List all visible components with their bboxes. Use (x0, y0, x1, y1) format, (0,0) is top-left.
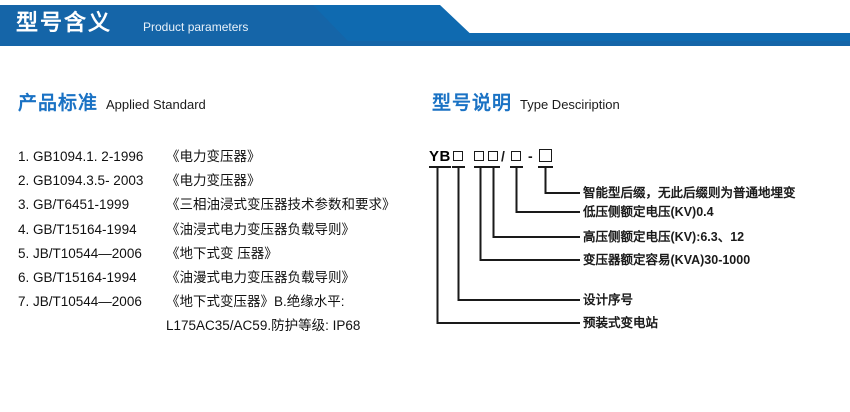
standard-code: 2. GB1094.3.5- 2003 (18, 173, 144, 189)
leader-label-rated-capacity: 变压器额定容易(KVA)30-1000 (583, 253, 751, 267)
list-item: 2. GB1094.3.5- 2003 《电力变压器》 (18, 169, 438, 193)
standard-code: 6. GB/T15164-1994 (18, 270, 137, 286)
code-box-2 (474, 151, 484, 161)
leader-label-lv-voltage: 低压侧额定电压(KV)0.4 (583, 205, 714, 219)
banner-title-en: Product parameters (143, 20, 249, 34)
leader-label-smart-suffix: 智能型后缀，无此后缀则为普通地埋变 (583, 186, 796, 200)
standards-heading-zh: 产品标准 (18, 93, 99, 114)
leader-label-substation-type: 预装式变电站 (583, 316, 659, 330)
code-box-3 (488, 151, 498, 161)
list-item: 5. JB/T10544—2006 《地下式变 压器》 (18, 242, 438, 266)
leader-lines (431, 166, 580, 324)
leader-label-hv-voltage: 高压侧额定电压(KV):6.3、12 (583, 230, 745, 244)
standard-code: 5. JB/T10544—2006 (18, 245, 142, 261)
standard-name: 《三相油浸式变压器技术参数和要求》 (166, 197, 396, 213)
banner-dark-shape (0, 5, 348, 41)
code-box-4 (511, 151, 521, 161)
code-dash: - (528, 148, 533, 164)
list-item: 4. GB/T15164-1994 《油浸式电力变压器负载导则》 (18, 218, 438, 242)
code-box-1 (453, 151, 463, 161)
code-slash: / (501, 148, 505, 164)
leader-label-design-serial: 设计序号 (583, 293, 634, 307)
list-item: 6. GB/T15164-1994 《油漫式电力变压器负载导则》 (18, 266, 438, 290)
standard-code: 3. GB/T6451-1999 (18, 197, 130, 213)
standard-continuation-line: L175AC35/AC59.防护等级: IP68 (166, 318, 361, 334)
page-header-banner: 型号含义 Product parameters (0, 0, 850, 46)
type-code-diagram: YB / - 智能型后缀，无此后缀则为普通地埋变 低压侧额定电压(KV)0.4 (425, 140, 850, 340)
type-heading-en: Type Desciription (520, 97, 620, 112)
code-box-5 (539, 149, 552, 162)
standards-heading-en: Applied Standard (106, 97, 206, 112)
banner-title-zh: 型号含义 (16, 10, 113, 35)
standard-name: 《电力变压器》 (166, 173, 261, 189)
list-item: 1. GB1094.1. 2-1996 《电力变压器》 (18, 145, 438, 169)
standard-name: 《油浸式电力变压器负载导则》 (166, 221, 355, 237)
type-section-heading: 型号说明 Type Desciription (432, 88, 620, 115)
list-item: 7. JB/T10544—2006 《地下式变压器》B.绝缘水平: (18, 290, 438, 314)
standards-list: 1. GB1094.1. 2-1996 《电力变压器》 2. GB1094.3.… (18, 145, 438, 339)
list-item: 3. GB/T6451-1999 《三相油浸式变压器技术参数和要求》 (18, 193, 438, 217)
type-heading-zh: 型号说明 (432, 93, 513, 114)
standard-code: 4. GB/T15164-1994 (18, 221, 137, 237)
standard-name: 《油漫式电力变压器负载导则》 (166, 270, 355, 286)
standard-code: 7. JB/T10544—2006 (18, 294, 142, 310)
standard-name: 《地下式变 压器》 (166, 245, 278, 261)
standard-code: 1. GB1094.1. 2-1996 (18, 149, 144, 164)
banner-bottom-rule (0, 41, 850, 46)
standards-section-heading: 产品标准 Applied Standard (18, 88, 206, 115)
standard-name: 《电力变压器》 (166, 149, 261, 164)
standard-name: 《地下式变压器》B.绝缘水平: (166, 294, 345, 310)
